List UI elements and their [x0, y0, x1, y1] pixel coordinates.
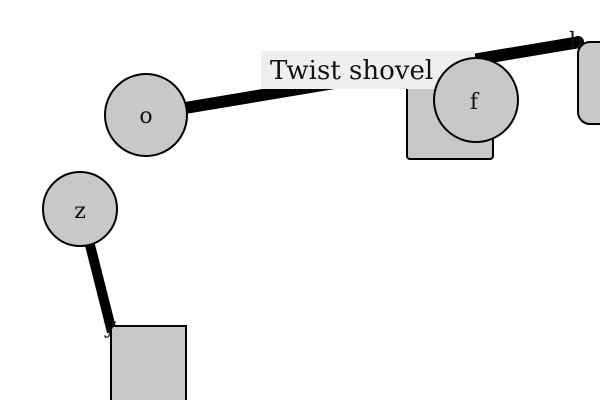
edge-endpoint-label-y: y [103, 314, 117, 339]
node-f-label: f [470, 90, 480, 115]
node-square-bottom[interactable] [110, 325, 187, 400]
node-z[interactable]: z [42, 171, 118, 247]
node-f[interactable]: f [433, 57, 519, 143]
node-f-circle [433, 57, 519, 143]
node-z-label: z [74, 199, 86, 224]
tooltip-text: Twist shovel [270, 56, 433, 86]
edge-endpoint-label-b: b [569, 29, 583, 54]
node-o-circle [104, 73, 188, 157]
node-z-circle [42, 171, 118, 247]
node-square-right-edge[interactable] [577, 41, 600, 125]
node-o-label: o [139, 104, 152, 129]
node-o[interactable]: o [104, 73, 188, 157]
edge-z-to-y[interactable] [85, 243, 117, 334]
